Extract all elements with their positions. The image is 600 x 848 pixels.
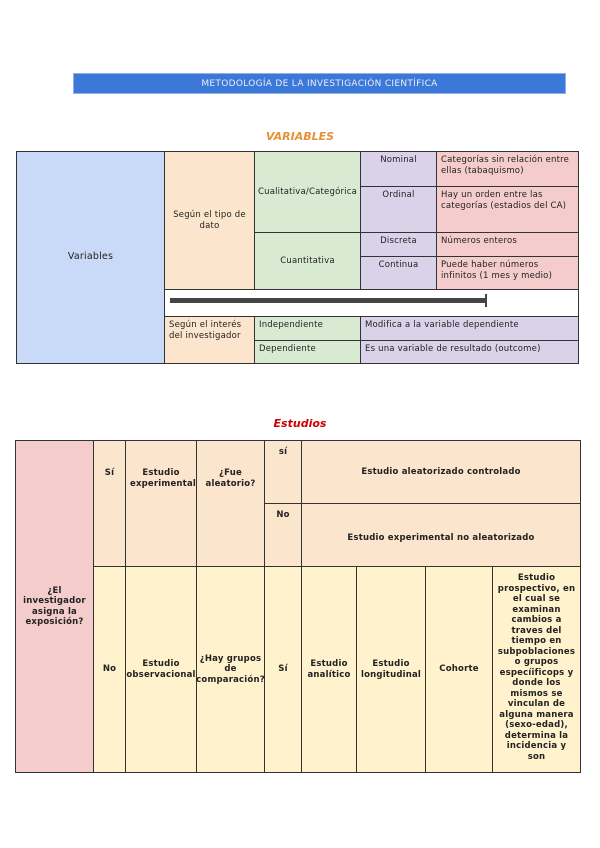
separator-row <box>164 289 579 317</box>
dependiente-cell: Dependiente <box>254 340 361 364</box>
observacional-cell: Estudio observacional <box>125 566 197 773</box>
document-header: METODOLOGÍA DE LA INVESTIGACIÓN CIENTÍFI… <box>73 73 566 94</box>
nominal-cell: Nominal <box>360 151 437 187</box>
comparacion-si-cell: Sí <box>264 566 302 773</box>
separator-bar <box>170 298 486 303</box>
longitudinal-cell: Estudio longitudinal <box>356 566 426 773</box>
variables-root-cell: Variables <box>16 151 165 364</box>
asigna-exposicion-cell: ¿El investigador asigna la exposición? <box>15 440 94 773</box>
ordinal-desc: Hay un orden entre las categorías (estad… <box>436 186 579 233</box>
experimental-cell: Estudio experimental <box>125 440 197 567</box>
variables-section-title: VARIABLES <box>265 130 335 143</box>
cuantitativa-cell: Cuantitativa <box>254 232 361 290</box>
comparacion-question-cell: ¿Hay grupos de comparación? <box>196 566 265 773</box>
no-answer-cell: No <box>93 566 126 773</box>
cohorte-description-cell: Estudio prospectivo, en el cual se exami… <box>492 566 581 773</box>
aleatorio-question-cell: ¿Fue aleatorio? <box>196 440 265 567</box>
aleatorio-si-cell: sí <box>264 440 302 504</box>
independiente-desc: Modifica a la variable dependiente <box>360 316 579 341</box>
independiente-cell: Independiente <box>254 316 361 341</box>
cualitativa-cell: Cualitativa/Categórica <box>254 151 361 233</box>
separator-bar-end <box>485 294 487 307</box>
discreta-cell: Discreta <box>360 232 437 257</box>
cohorte-cell: Cohorte <box>425 566 493 773</box>
tipo-dato-cell: Según el tipo de dato <box>164 151 255 290</box>
aleatorio-no-cell: No <box>264 503 302 567</box>
nominal-desc: Categorías sin relación entre ellas (tab… <box>436 151 579 187</box>
discreta-desc: Números enteros <box>436 232 579 257</box>
analitico-cell: Estudio analítico <box>301 566 357 773</box>
aleatorizado-controlado-cell: Estudio aleatorizado controlado <box>301 440 581 504</box>
continua-cell: Continua <box>360 256 437 290</box>
dependiente-desc: Es una variable de resultado (outcome) <box>360 340 579 364</box>
experimental-no-aleatorizado-cell: Estudio experimental no aleatorizado <box>301 503 581 567</box>
interes-cell: Según el interés del investigador <box>164 316 255 364</box>
si-answer-cell: Sí <box>93 440 126 567</box>
continua-desc: Puede haber números infinitos (1 mes y m… <box>436 256 579 290</box>
ordinal-cell: Ordinal <box>360 186 437 233</box>
estudios-section-title: Estudios <box>273 417 327 430</box>
